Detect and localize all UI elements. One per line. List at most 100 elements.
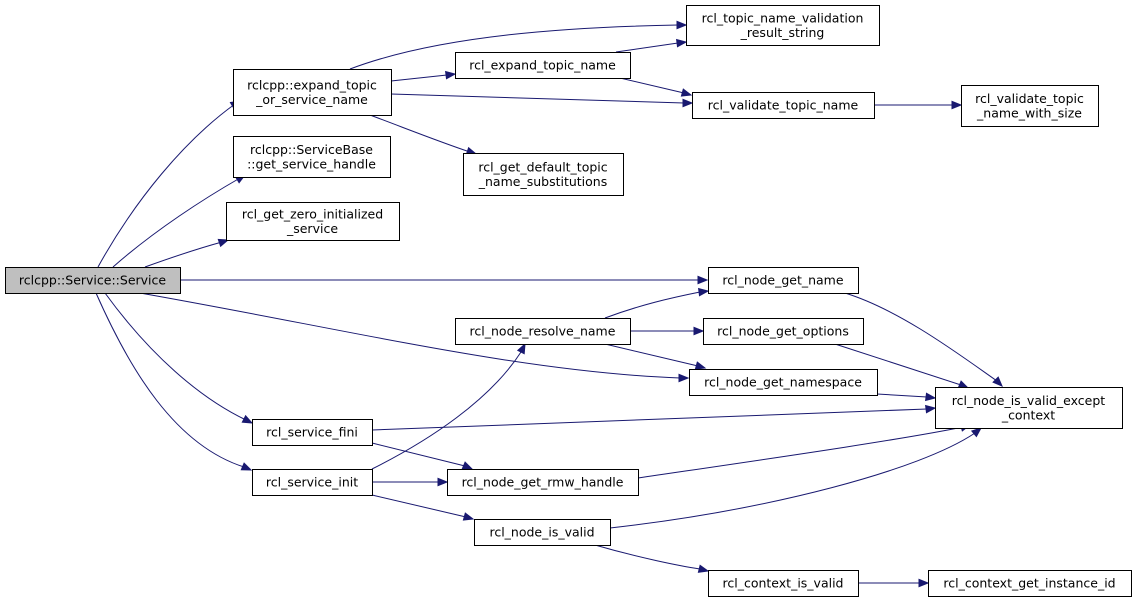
arrowhead-icon xyxy=(678,373,690,383)
edge-line xyxy=(619,77,685,94)
edge-line xyxy=(834,343,962,386)
edge-line xyxy=(615,42,679,53)
node-fini[interactable]: rcl_service_fini xyxy=(252,419,373,446)
edge-line xyxy=(371,351,522,470)
arrowhead-icon xyxy=(698,287,710,297)
node-label: _or_service_name xyxy=(255,92,368,107)
edge-init-to-isvalid xyxy=(371,494,475,521)
edge-isvalid-to-ctxvalid xyxy=(594,544,710,573)
arrowhead-icon xyxy=(970,427,983,438)
node-label: rcl_node_get_options xyxy=(717,324,849,339)
edge-exptopic-to-valstr xyxy=(615,38,688,53)
node-label: rcl_service_fini xyxy=(266,425,358,440)
nodes-layer: rclcpp::Service::Service rclcpp::expand_t… xyxy=(5,5,1132,597)
edge-line xyxy=(369,114,471,153)
edge-getname-to-validexcept xyxy=(844,292,1003,387)
edge-line xyxy=(390,74,448,82)
edge-root-to-zeroinit xyxy=(144,238,230,268)
node-validexcept[interactable]: rcl_node_is_valid_except_context xyxy=(935,387,1123,429)
edge-fini-to-validexcept xyxy=(371,404,937,431)
node-getoptions[interactable]: rcl_node_get_options xyxy=(703,318,864,345)
edge-line xyxy=(390,93,685,104)
arrowhead-icon xyxy=(694,361,707,370)
node-instanceid[interactable]: rcl_context_get_instance_id xyxy=(928,570,1132,597)
edge-resolve-to-getname xyxy=(604,287,710,319)
edge-line xyxy=(112,177,241,268)
node-label: ::get_service_handle xyxy=(247,156,376,171)
edge-line xyxy=(95,292,245,468)
node-label: rcl_context_get_instance_id xyxy=(943,576,1115,591)
arrowhead-icon xyxy=(676,20,688,30)
arrowhead-icon xyxy=(680,88,693,97)
node-box xyxy=(447,469,639,496)
arrowhead-icon xyxy=(697,275,709,285)
edge-line xyxy=(139,292,681,379)
node-valstr[interactable]: rcl_topic_name_validation_result_string xyxy=(686,5,880,46)
edge-line xyxy=(371,408,928,431)
edge-root-to-init xyxy=(95,292,253,471)
node-resolve[interactable]: rcl_node_resolve_name xyxy=(455,318,631,345)
node-label: _name_with_size xyxy=(976,105,1082,120)
arrowhead-icon xyxy=(445,70,457,80)
node-defsubs[interactable]: rcl_get_default_topic_name_substitutions xyxy=(463,153,624,196)
edge-init-to-resolve xyxy=(371,342,526,470)
node-box xyxy=(708,570,859,597)
node-ctxvalid[interactable]: rcl_context_is_valid xyxy=(708,570,859,597)
node-box xyxy=(226,202,400,241)
edge-line xyxy=(371,442,466,467)
edge-getnamespace-to-validexcept xyxy=(876,392,937,402)
node-label: rcl_node_get_rmw_handle xyxy=(462,475,624,490)
arrowhead-icon xyxy=(462,512,475,521)
edge-init-to-rmwhandle xyxy=(372,477,449,487)
edge-root-to-gethandle xyxy=(112,174,247,268)
edge-line xyxy=(144,241,223,268)
node-validate[interactable]: rcl_validate_topic_name xyxy=(692,92,875,119)
arrowhead-icon xyxy=(240,462,253,471)
node-init[interactable]: rcl_service_init xyxy=(252,469,373,496)
node-isvalid[interactable]: rcl_node_is_valid xyxy=(474,519,611,546)
arrowhead-icon xyxy=(217,238,230,248)
node-exptopic[interactable]: rcl_expand_topic_name xyxy=(455,52,631,79)
node-getname[interactable]: rcl_node_get_name xyxy=(708,267,859,294)
node-root[interactable]: rclcpp::Service::Service xyxy=(5,267,181,294)
node-getnamespace[interactable]: rcl_node_get_namespace xyxy=(689,369,878,396)
edge-expand-to-validate xyxy=(390,93,694,108)
arrowhead-icon xyxy=(918,578,930,588)
node-validsize[interactable]: rcl_validate_topic_name_with_size xyxy=(961,85,1099,127)
node-expand[interactable]: rclcpp::expand_topic_or_service_name xyxy=(233,69,392,116)
arrowhead-icon xyxy=(957,380,970,389)
node-label: _name_substitutions xyxy=(478,174,608,189)
edge-root-to-fini xyxy=(104,292,254,424)
node-label: rclcpp::ServiceBase xyxy=(250,142,373,157)
node-box xyxy=(463,153,624,196)
node-box xyxy=(474,519,611,546)
node-zeroinit[interactable]: rcl_get_zero_initialized_service xyxy=(226,202,400,241)
node-label: rcl_node_get_name xyxy=(722,273,843,288)
edge-line xyxy=(104,292,247,421)
edge-line xyxy=(604,343,699,367)
node-label: rcl_get_default_topic xyxy=(478,159,607,174)
node-rmwhandle[interactable]: rcl_node_get_rmw_handle xyxy=(447,469,639,496)
node-label: rcl_node_is_valid_except xyxy=(952,393,1105,408)
edge-ctxvalid-to-instanceid xyxy=(858,578,930,588)
arrowhead-icon xyxy=(951,100,963,110)
node-label: _context xyxy=(1001,407,1055,422)
edge-line xyxy=(371,494,467,518)
node-box xyxy=(233,136,391,178)
node-label: rcl_topic_name_validation xyxy=(702,10,864,25)
arrowhead-icon xyxy=(693,326,705,336)
arrowhead-icon xyxy=(461,461,474,470)
node-label: _result_string xyxy=(740,25,825,40)
edge-line xyxy=(637,426,964,479)
node-box xyxy=(689,369,878,396)
node-box xyxy=(5,267,181,294)
edge-line xyxy=(97,103,236,268)
edge-exptopic-to-validate xyxy=(619,77,693,97)
node-gethandle[interactable]: rclcpp::ServiceBase::get_service_handle xyxy=(233,136,391,178)
node-label: rcl_node_resolve_name xyxy=(470,324,616,339)
edge-expand-to-exptopic xyxy=(390,70,457,82)
node-box xyxy=(455,318,631,345)
edge-line xyxy=(594,544,701,570)
edge-root-to-getname xyxy=(180,275,709,285)
